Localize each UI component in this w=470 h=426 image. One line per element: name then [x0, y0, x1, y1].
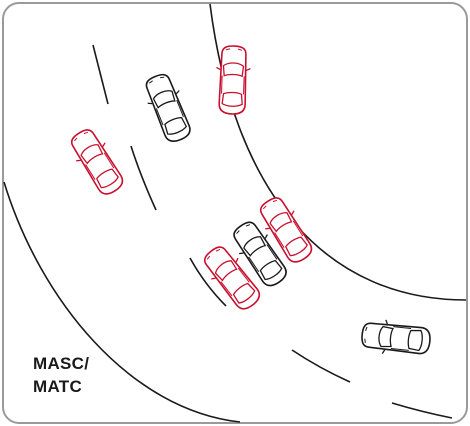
diagram-caption: MASC/ MATC	[33, 352, 89, 398]
car-black-3	[360, 318, 431, 359]
car-black-1	[140, 70, 197, 146]
caption-line-2: MATC	[33, 375, 89, 398]
caption-line-1: MASC/	[33, 352, 89, 375]
car-red-2	[215, 45, 251, 114]
car-red-1	[65, 124, 130, 200]
